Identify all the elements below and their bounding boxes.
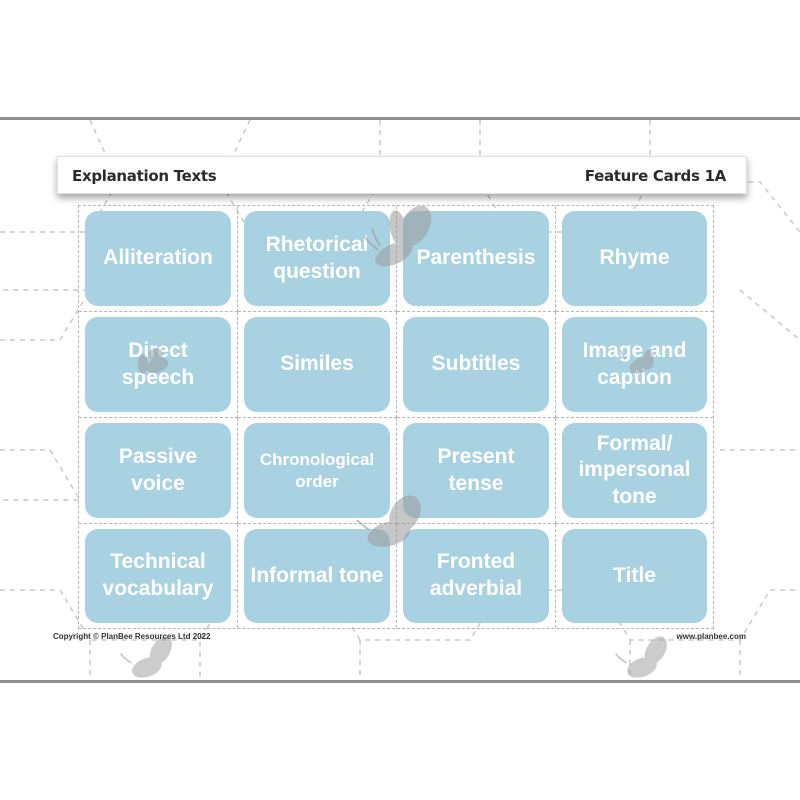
feature-card-label: Rhetorical question [265, 232, 369, 283]
feature-card: Similes [244, 317, 390, 412]
feature-card-label: Similes [280, 352, 354, 376]
feature-card-label: Fronted adverbial [429, 550, 523, 600]
card-set-label: Feature Cards 1A [584, 167, 727, 185]
feature-card: Alliteration [85, 211, 231, 306]
copyright-notice: Copyright © PlanBee Resources Ltd 2022 [53, 632, 211, 641]
feature-card: Subtitles [403, 317, 549, 412]
feature-card: Formal/ impersonal tone [562, 423, 707, 518]
feature-card: Fronted adverbial [403, 529, 549, 623]
bee-watermark-icon [356, 495, 421, 547]
feature-card-label: Title [613, 563, 656, 587]
feature-card-label: Present tense [437, 444, 515, 495]
feature-card-label: Image and caption [582, 338, 687, 389]
feature-card-label: Rhyme [599, 246, 670, 270]
feature-card: Present tense [403, 423, 549, 518]
card-cell: Title [556, 524, 713, 628]
bee-watermark-icon [137, 348, 169, 374]
feature-card-label: Formal/ impersonal tone [578, 431, 691, 508]
card-cell: Present tense [397, 418, 556, 524]
feature-card-label: Informal tone [250, 563, 384, 587]
website-link[interactable]: www.planbee.com [676, 632, 747, 641]
card-cell: Passive voice [79, 418, 238, 524]
feature-card: Rhyme [562, 211, 707, 306]
feature-card: Informal tone [244, 529, 390, 623]
feature-card-label: Chronological order [259, 449, 375, 491]
bee-watermark-icon [619, 349, 654, 374]
card-cell: Informal tone [238, 524, 397, 628]
feature-card-label: Alliteration [103, 246, 213, 270]
card-cell: Fronted adverbial [397, 524, 556, 628]
card-cell: Technical vocabulary [79, 524, 238, 628]
header-bar: Explanation Texts Feature Cards 1A [57, 156, 747, 194]
bee-watermark-icon [615, 636, 667, 678]
card-cell: Subtitles [397, 312, 556, 418]
worksheet-title: Explanation Texts [72, 167, 217, 185]
feature-card-label: Subtitles [431, 352, 521, 376]
card-cell: Similes [238, 312, 397, 418]
bee-watermark-icon [120, 636, 172, 678]
feature-card-label: Parenthesis [416, 246, 536, 270]
card-cell: Formal/ impersonal tone [556, 418, 713, 524]
card-cell: Alliteration [79, 206, 238, 312]
card-cell: Rhetorical question [238, 206, 397, 312]
feature-card: Title [562, 529, 707, 623]
feature-card: Passive voice [85, 423, 231, 518]
bee-watermark-icon [363, 205, 432, 267]
feature-card: Rhetorical question [244, 211, 390, 306]
card-cell: Rhyme [556, 206, 713, 312]
feature-card: Chronological order [244, 423, 390, 518]
feature-card-label: Technical vocabulary [102, 550, 214, 600]
feature-card-grid: Alliteration Rhetorical question Parenth… [78, 205, 714, 629]
worksheet-page: Explanation Texts Feature Cards 1A Allit… [0, 117, 800, 683]
feature-card-label: Passive voice [118, 444, 198, 495]
feature-card: Technical vocabulary [85, 529, 231, 623]
card-cell: Chronological order [238, 418, 397, 524]
